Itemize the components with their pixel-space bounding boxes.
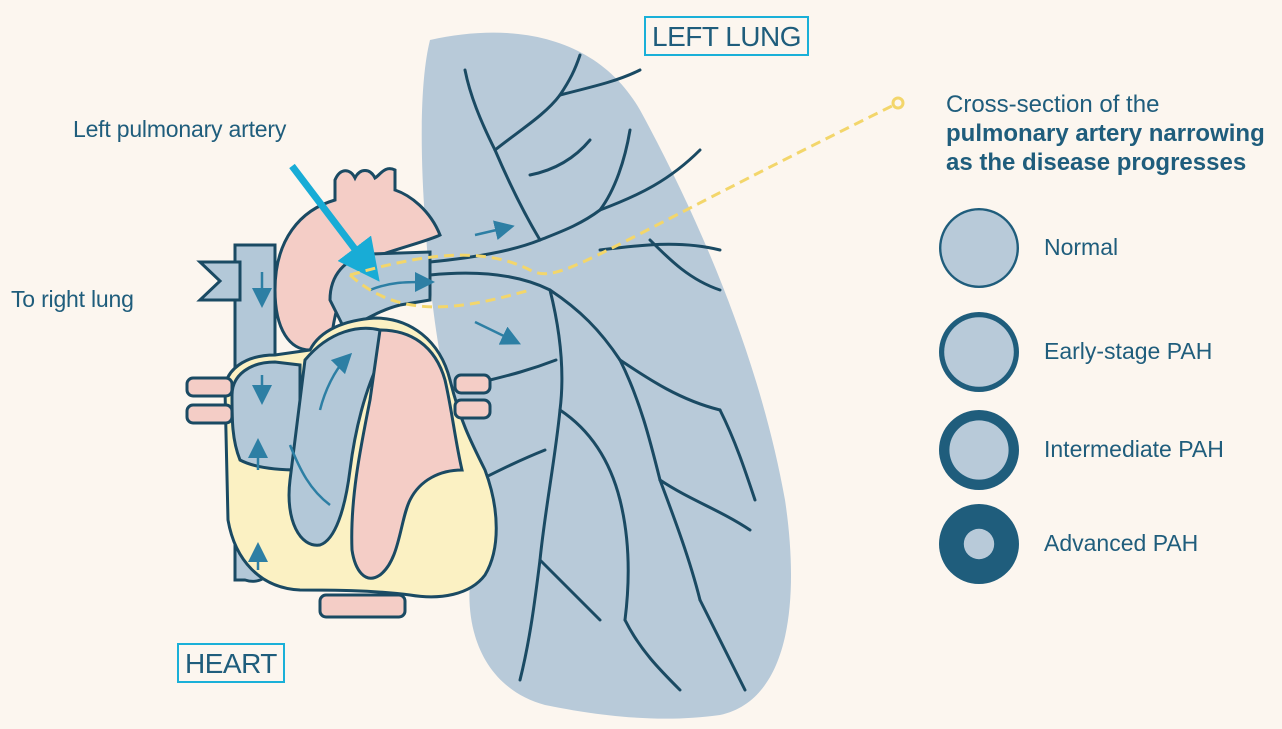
- artery-lumen: [949, 420, 1008, 479]
- vessel-stub-1: [187, 378, 232, 396]
- legend-item-early: Early-stage PAH: [937, 310, 1277, 394]
- legend-title-plain: Cross-section of the: [946, 90, 1265, 119]
- heart-label: HEART: [177, 643, 285, 683]
- legend-label: Normal: [1044, 234, 1118, 261]
- right-atrium: [232, 362, 300, 470]
- artery-cross-section-icon: [937, 408, 1021, 492]
- legend-item-advanced: Advanced PAH: [937, 502, 1277, 586]
- right-lung-branch: [200, 262, 240, 300]
- legend-item-intermediate: Intermediate PAH: [937, 408, 1277, 492]
- legend-title-bold-2: as the disease progresses: [946, 148, 1265, 177]
- left-pulmonary-artery-label: Left pulmonary artery: [73, 116, 286, 143]
- left-lung-label: LEFT LUNG: [644, 16, 809, 56]
- legend-title-bold-1: pulmonary artery narrowing: [946, 119, 1265, 148]
- vessel-stub-2: [187, 405, 232, 423]
- legend-label: Early-stage PAH: [1044, 338, 1212, 365]
- artery-lumen: [944, 317, 1014, 387]
- vessel-stub-4: [455, 400, 490, 418]
- artery-lumen: [964, 529, 994, 559]
- legend-label: Intermediate PAH: [1044, 436, 1224, 463]
- vessel-stub-5: [320, 595, 405, 617]
- vessel-stub-3: [455, 375, 490, 393]
- legend-label: Advanced PAH: [1044, 530, 1198, 557]
- artery-cross-section-icon: [937, 502, 1021, 586]
- artery-cross-section-icon: [937, 206, 1021, 290]
- artery-cross-section-icon: [937, 310, 1021, 394]
- legend-title: Cross-section of the pulmonary artery na…: [946, 90, 1265, 177]
- leader-end-dot: [893, 98, 903, 108]
- artery-lumen: [941, 210, 1016, 285]
- to-right-lung-label: To right lung: [11, 286, 134, 313]
- legend-item-normal: Normal: [937, 206, 1277, 290]
